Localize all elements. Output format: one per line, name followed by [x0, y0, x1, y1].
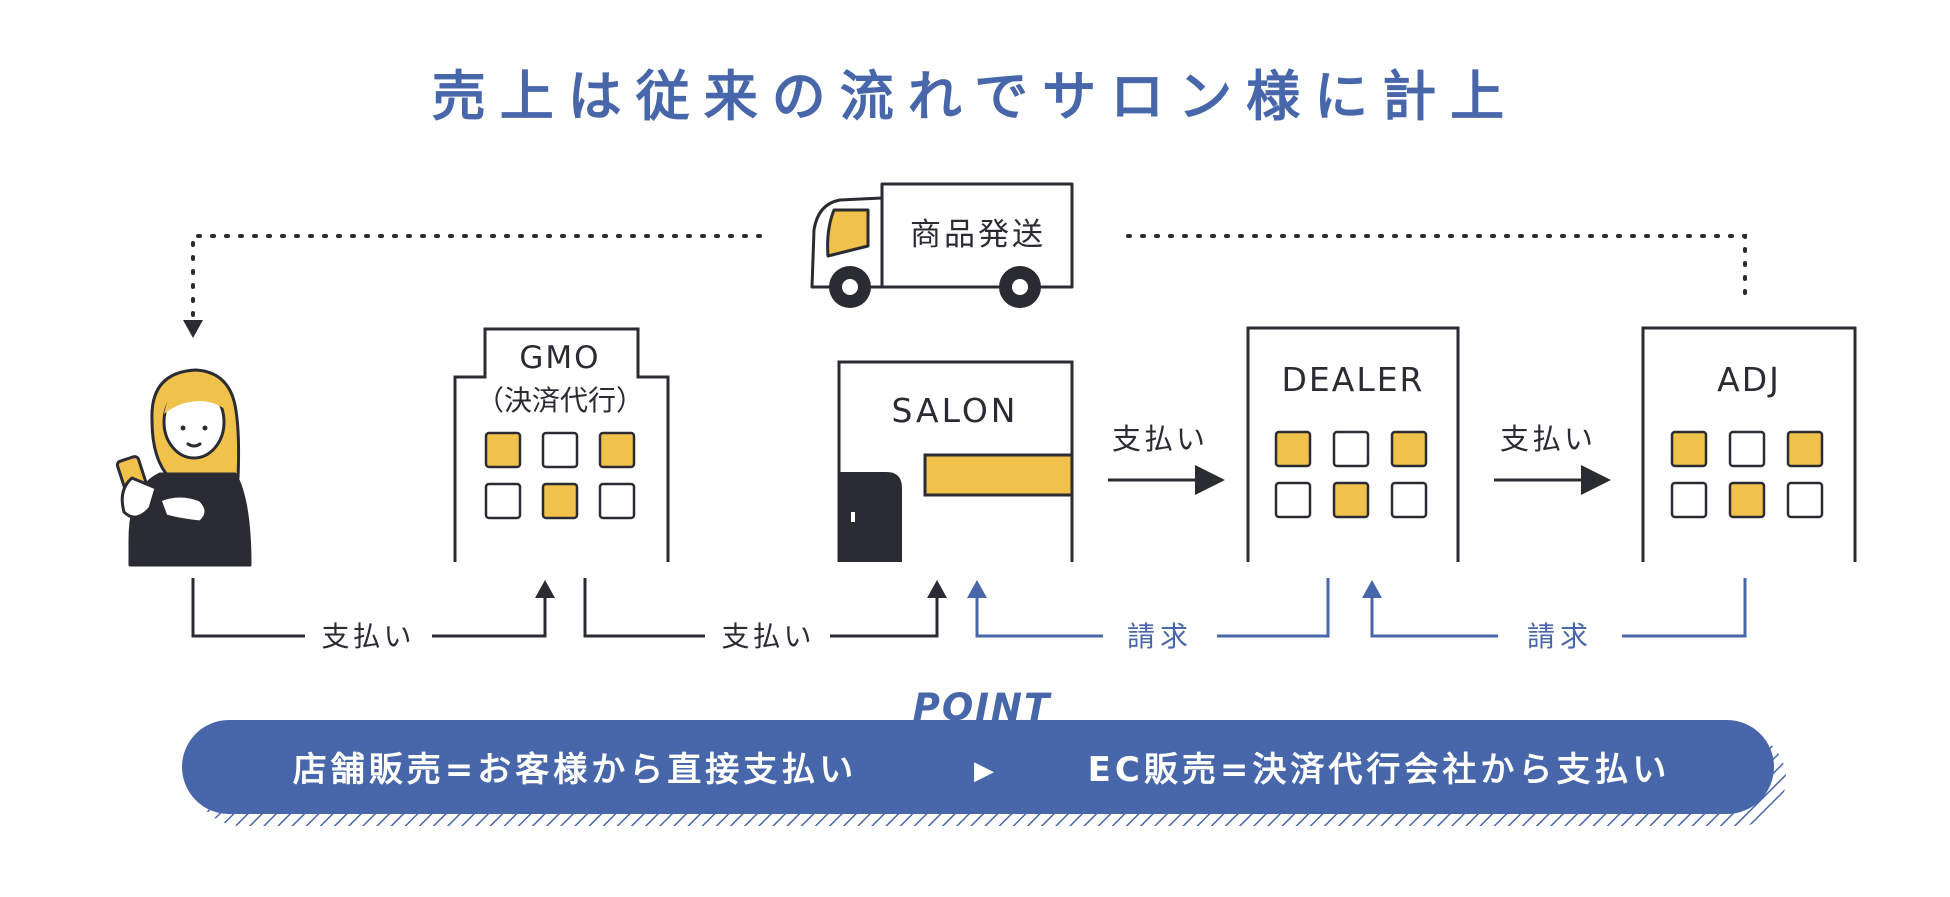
page-title: 売上は従来の流れでサロン様に計上 — [432, 65, 1518, 128]
customer-to-gmo-label: 支払い — [321, 620, 414, 653]
dealer-label: DEALER — [1281, 360, 1424, 399]
point-left-text: 店舗販売=お客様から直接支払い — [293, 750, 858, 790]
gmo-to-salon-label: 支払い — [721, 620, 814, 653]
gmo-label: GMO — [519, 340, 600, 376]
gmo-building — [453, 327, 670, 562]
salon-label: SALON — [891, 391, 1018, 430]
point-right-text: EC販売=決済代行会社から支払い — [1088, 750, 1671, 790]
point-tag: POINT — [913, 686, 1052, 729]
adj-building — [1641, 326, 1857, 562]
gmo-sublabel: （決済代行） — [476, 384, 644, 417]
dealer-bills-salon-label: 請求 — [1127, 620, 1193, 653]
salon-to-dealer-label: 支払い — [1112, 422, 1208, 456]
delivery-label: 商品発送 — [910, 217, 1046, 253]
truck-icon — [810, 182, 1074, 308]
delivery-route — [183, 234, 1747, 338]
down-arrow-icon — [183, 320, 203, 338]
gmo-to-salon-connector — [583, 578, 947, 638]
dealer-to-adj-label: 支払い — [1500, 422, 1596, 456]
salon-building — [837, 360, 1074, 562]
point-arrow-icon: ▶ — [974, 756, 994, 786]
adj-bills-dealer-label: 請求 — [1527, 620, 1593, 653]
dealer-bills-salon-connector — [967, 578, 1330, 638]
adj-bills-dealer-connector — [1362, 578, 1747, 638]
adj-label: ADJ — [1717, 360, 1781, 399]
point-banner — [182, 720, 1774, 814]
customer-figure — [115, 368, 252, 567]
customer-to-gmo-connector — [191, 578, 555, 638]
dealer-building — [1246, 326, 1460, 562]
